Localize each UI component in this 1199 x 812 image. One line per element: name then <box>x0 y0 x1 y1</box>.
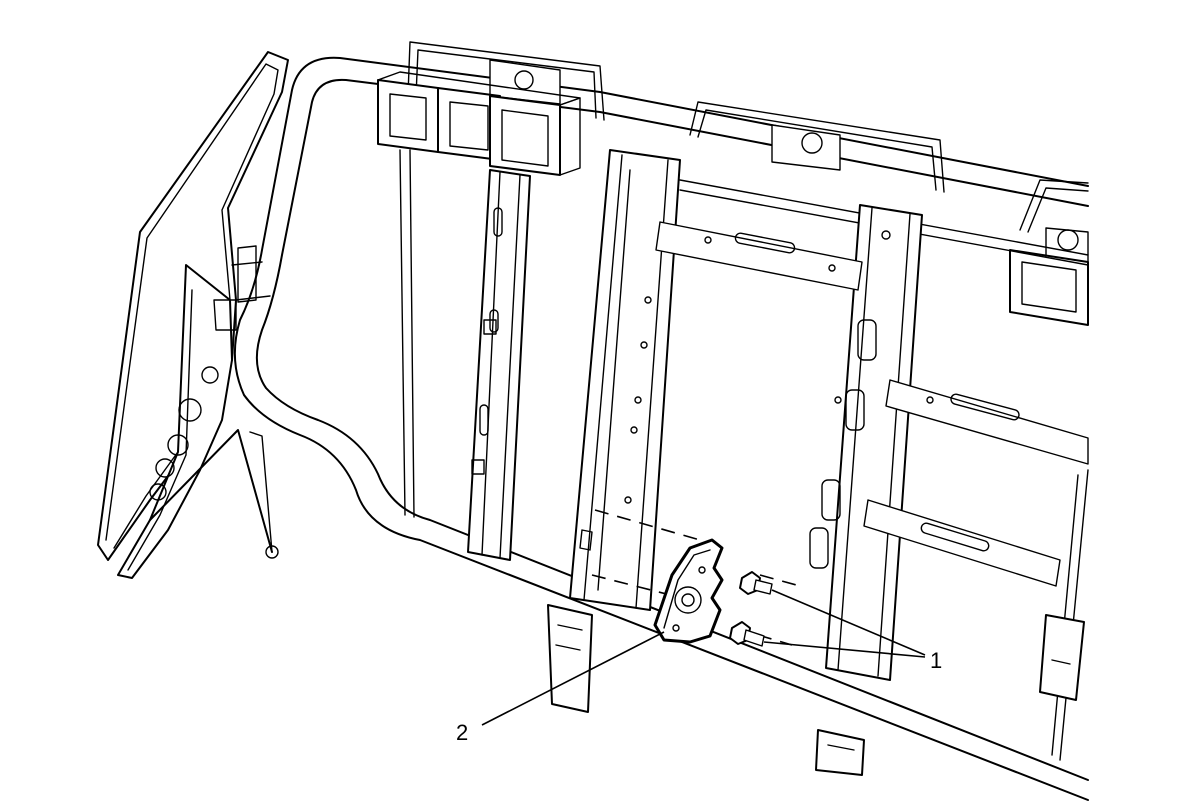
recliner-plate <box>653 538 724 644</box>
bottom-brackets <box>547 604 1085 776</box>
right-vertical-channel <box>809 204 923 681</box>
cross-straps <box>655 221 1089 587</box>
callout-1-label: 1 <box>930 648 942 673</box>
headrest-guide-boxes <box>377 71 1089 326</box>
left-vertical-channel <box>467 169 531 561</box>
left-hinge-bracket <box>117 245 279 579</box>
bolt-upper <box>739 571 773 595</box>
callout-2-label: 2 <box>456 720 468 745</box>
callout-leaders <box>481 589 926 726</box>
center-vertical-channel <box>569 149 681 611</box>
main-tube-frame <box>231 56 1089 801</box>
bolt-lower <box>729 621 765 647</box>
